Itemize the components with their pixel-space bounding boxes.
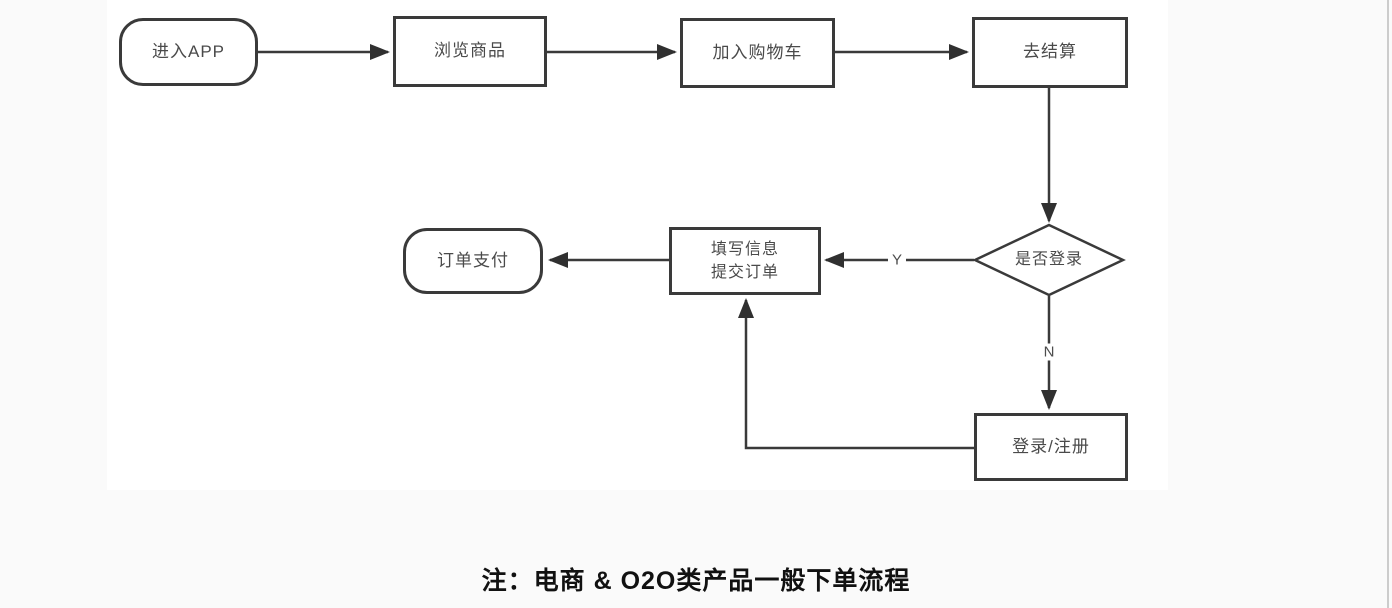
node-enter-app-label: 进入APP: [151, 41, 226, 61]
node-go-checkout: 去结算: [972, 17, 1128, 88]
edge-label-no: N: [1039, 343, 1059, 361]
decision-diamond-shape: [972, 223, 1126, 297]
node-login-check-label: 是否登录: [1014, 251, 1083, 269]
node-login-register-label: 登录/注册: [1012, 436, 1090, 456]
node-browse-products-label: 浏览商品: [434, 41, 506, 61]
node-fill-info-submit-order: 填写信息 提交订单: [669, 227, 821, 295]
viewport-right-edge: [1387, 0, 1389, 608]
caption: 注：电商 & O2O类产品一般下单流程: [481, 567, 911, 595]
node-order-payment: 订单支付: [403, 228, 543, 294]
node-fill-info-line1: 填写信息: [710, 240, 779, 258]
node-go-checkout-label: 去结算: [1023, 42, 1077, 62]
node-login-register: 登录/注册: [974, 413, 1128, 481]
node-fill-info-line2: 提交订单: [710, 264, 779, 281]
node-enter-app: 进入APP: [119, 18, 258, 86]
node-browse-products: 浏览商品: [393, 16, 547, 87]
node-login-check: 是否登录: [972, 223, 1126, 297]
edge-label-yes: Y: [887, 251, 907, 269]
node-order-payment-label: 订单支付: [437, 250, 509, 270]
node-add-to-cart: 加入购物车: [680, 18, 835, 88]
edge-login-to-fillinfo: [738, 298, 974, 450]
node-add-to-cart-label: 加入购物车: [712, 42, 803, 62]
